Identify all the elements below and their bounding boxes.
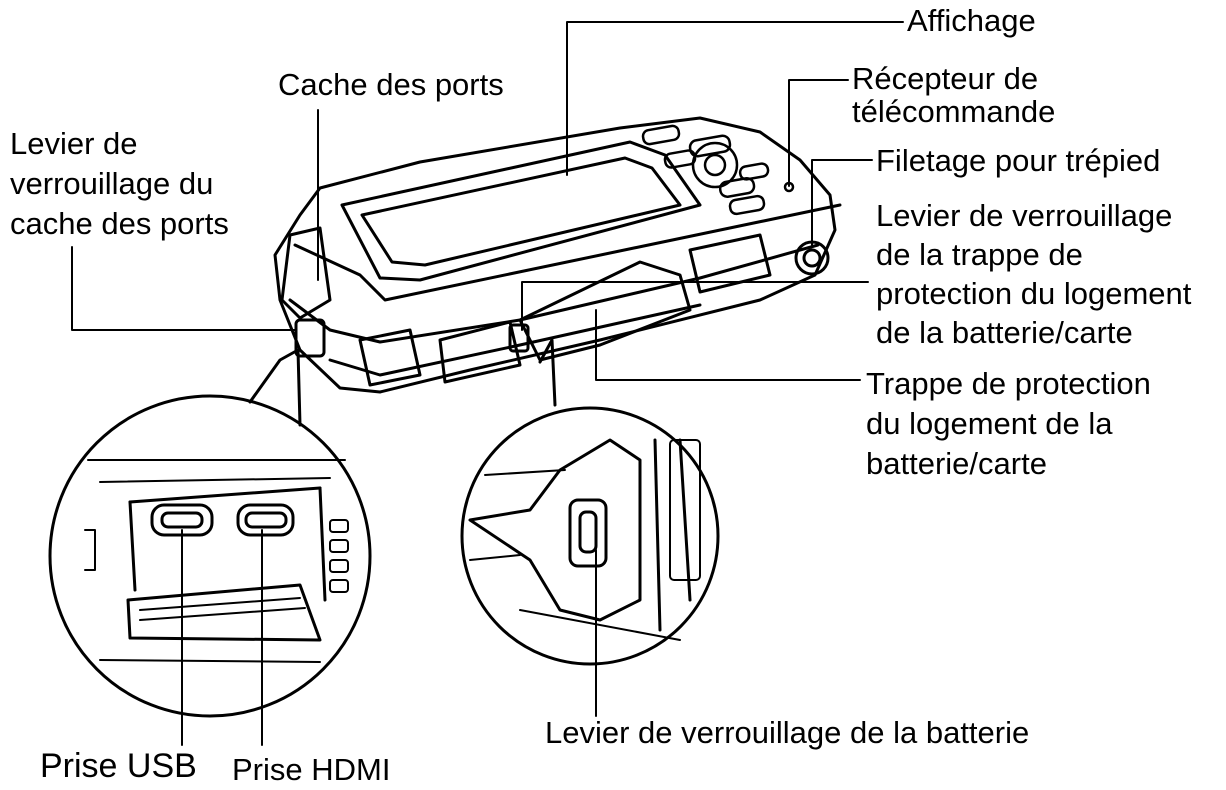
zoom-circle-ports — [48, 348, 372, 718]
label-prise-hdmi: Prise HDMI — [232, 752, 391, 787]
zoom-circle-battery — [460, 338, 720, 666]
label-cache-des-ports: Cache des ports — [278, 67, 504, 102]
label-levier-batterie: Levier de verrouillage de la batterie — [545, 715, 1030, 750]
display-screen — [340, 140, 702, 282]
port-cover — [280, 226, 422, 387]
battery-door — [438, 233, 772, 384]
label-prise-usb: Prise USB — [40, 747, 197, 785]
label-recepteur: Récepteur de télécommande — [852, 61, 1056, 129]
leader-lines — [71, 21, 904, 746]
label-affichage: Affichage — [907, 3, 1036, 38]
label-levier-cache: Levier de verrouillage du cache des port… — [10, 126, 229, 241]
label-filetage: Filetage pour trépied — [876, 143, 1161, 178]
label-trappe: Trappe de protection du logement de la b… — [866, 366, 1151, 481]
label-levier-trappe: Levier de verrouillage de la trappe de p… — [876, 198, 1192, 350]
